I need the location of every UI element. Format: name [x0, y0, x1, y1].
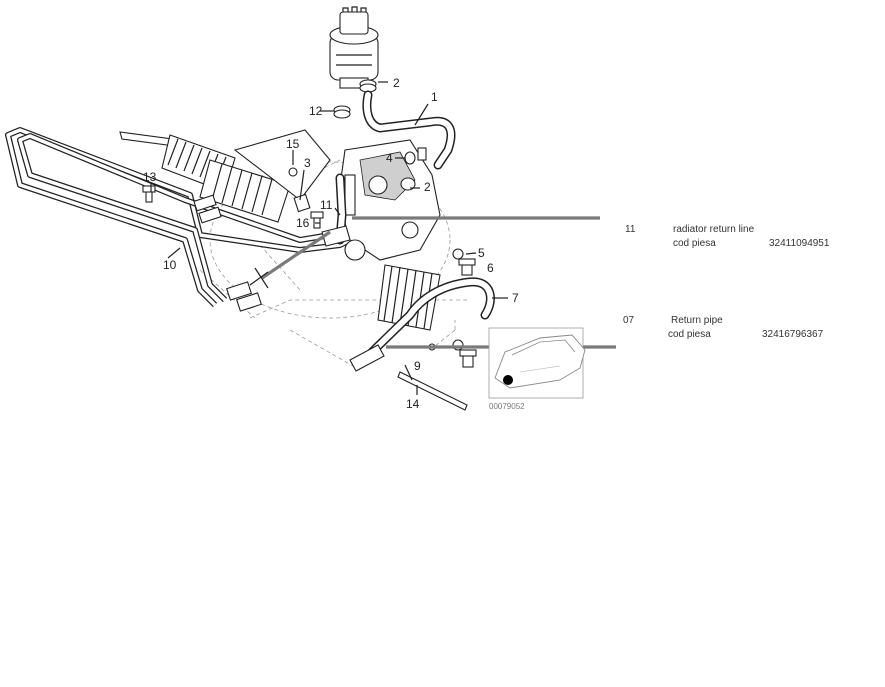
hose-clamp-12 — [333, 105, 351, 119]
pipe-bracket-14 — [397, 364, 468, 411]
note-part-code: 32411094951 — [769, 238, 830, 249]
callout-16: 16 — [296, 216, 310, 230]
steering-rack-right — [377, 264, 441, 331]
steering-rack-left — [119, 129, 331, 223]
pointer-line-10 — [261, 230, 331, 280]
banjo-bolt-9 — [428, 339, 477, 368]
note-code-label: cod piesa — [668, 329, 711, 340]
callout-10: 10 — [163, 258, 177, 272]
pipe-connectors-left — [193, 193, 311, 312]
callout-3: 3 — [304, 156, 311, 170]
callout-2-top: 2 — [393, 76, 400, 90]
callout-leaders — [150, 81, 508, 395]
note-radiator-return-line: 11 radiator return line cod piesa 324110… — [625, 224, 830, 249]
return-pipe-7 — [349, 277, 495, 372]
callout-9: 9 — [414, 359, 421, 373]
radiator-return-line-11 — [321, 173, 351, 247]
note-description: Return pipe — [671, 315, 723, 326]
inset-reference: 00079052 — [489, 402, 525, 411]
hose-clamp-2-lower — [400, 177, 416, 191]
callout-5: 5 — [478, 246, 485, 260]
fluid-reservoir — [329, 6, 379, 89]
car-silhouette — [494, 334, 586, 389]
callout-14: 14 — [406, 397, 420, 411]
note-description: radiator return line — [673, 224, 755, 235]
banjo-bolt-6 — [458, 258, 476, 276]
note-number: 11 — [625, 224, 636, 235]
callout-15: 15 — [286, 137, 300, 151]
note-part-code: 32416796367 — [762, 329, 824, 340]
note-return-pipe: 07 Return pipe cod piesa 32416796367 — [623, 315, 824, 340]
steering-valve-block — [337, 139, 441, 261]
callout-4: 4 — [386, 151, 393, 165]
callout-12: 12 — [309, 104, 323, 118]
location-dot — [503, 375, 513, 385]
bolt-16 — [310, 211, 324, 229]
hose-clamp-2-top — [359, 79, 377, 93]
callout-6: 6 — [487, 261, 494, 275]
callout-1: 1 — [431, 90, 438, 104]
callout-11: 11 — [320, 198, 333, 212]
callout-numbers: 1 2 2 3 4 5 6 7 9 10 11 12 13 14 15 16 — [143, 76, 519, 411]
seal-4 — [404, 147, 427, 165]
banjo-bolt-5 — [452, 248, 464, 260]
vehicle-inset: 00079052 — [488, 327, 586, 411]
bolt-13 — [142, 185, 156, 203]
suction-hose-1 — [362, 90, 456, 170]
note-code-label: cod piesa — [673, 238, 716, 249]
bolt-15 — [288, 167, 298, 177]
callout-2-lower: 2 — [424, 180, 431, 194]
callout-7: 7 — [512, 291, 519, 305]
callout-13: 13 — [143, 170, 157, 184]
note-number: 07 — [623, 315, 635, 326]
